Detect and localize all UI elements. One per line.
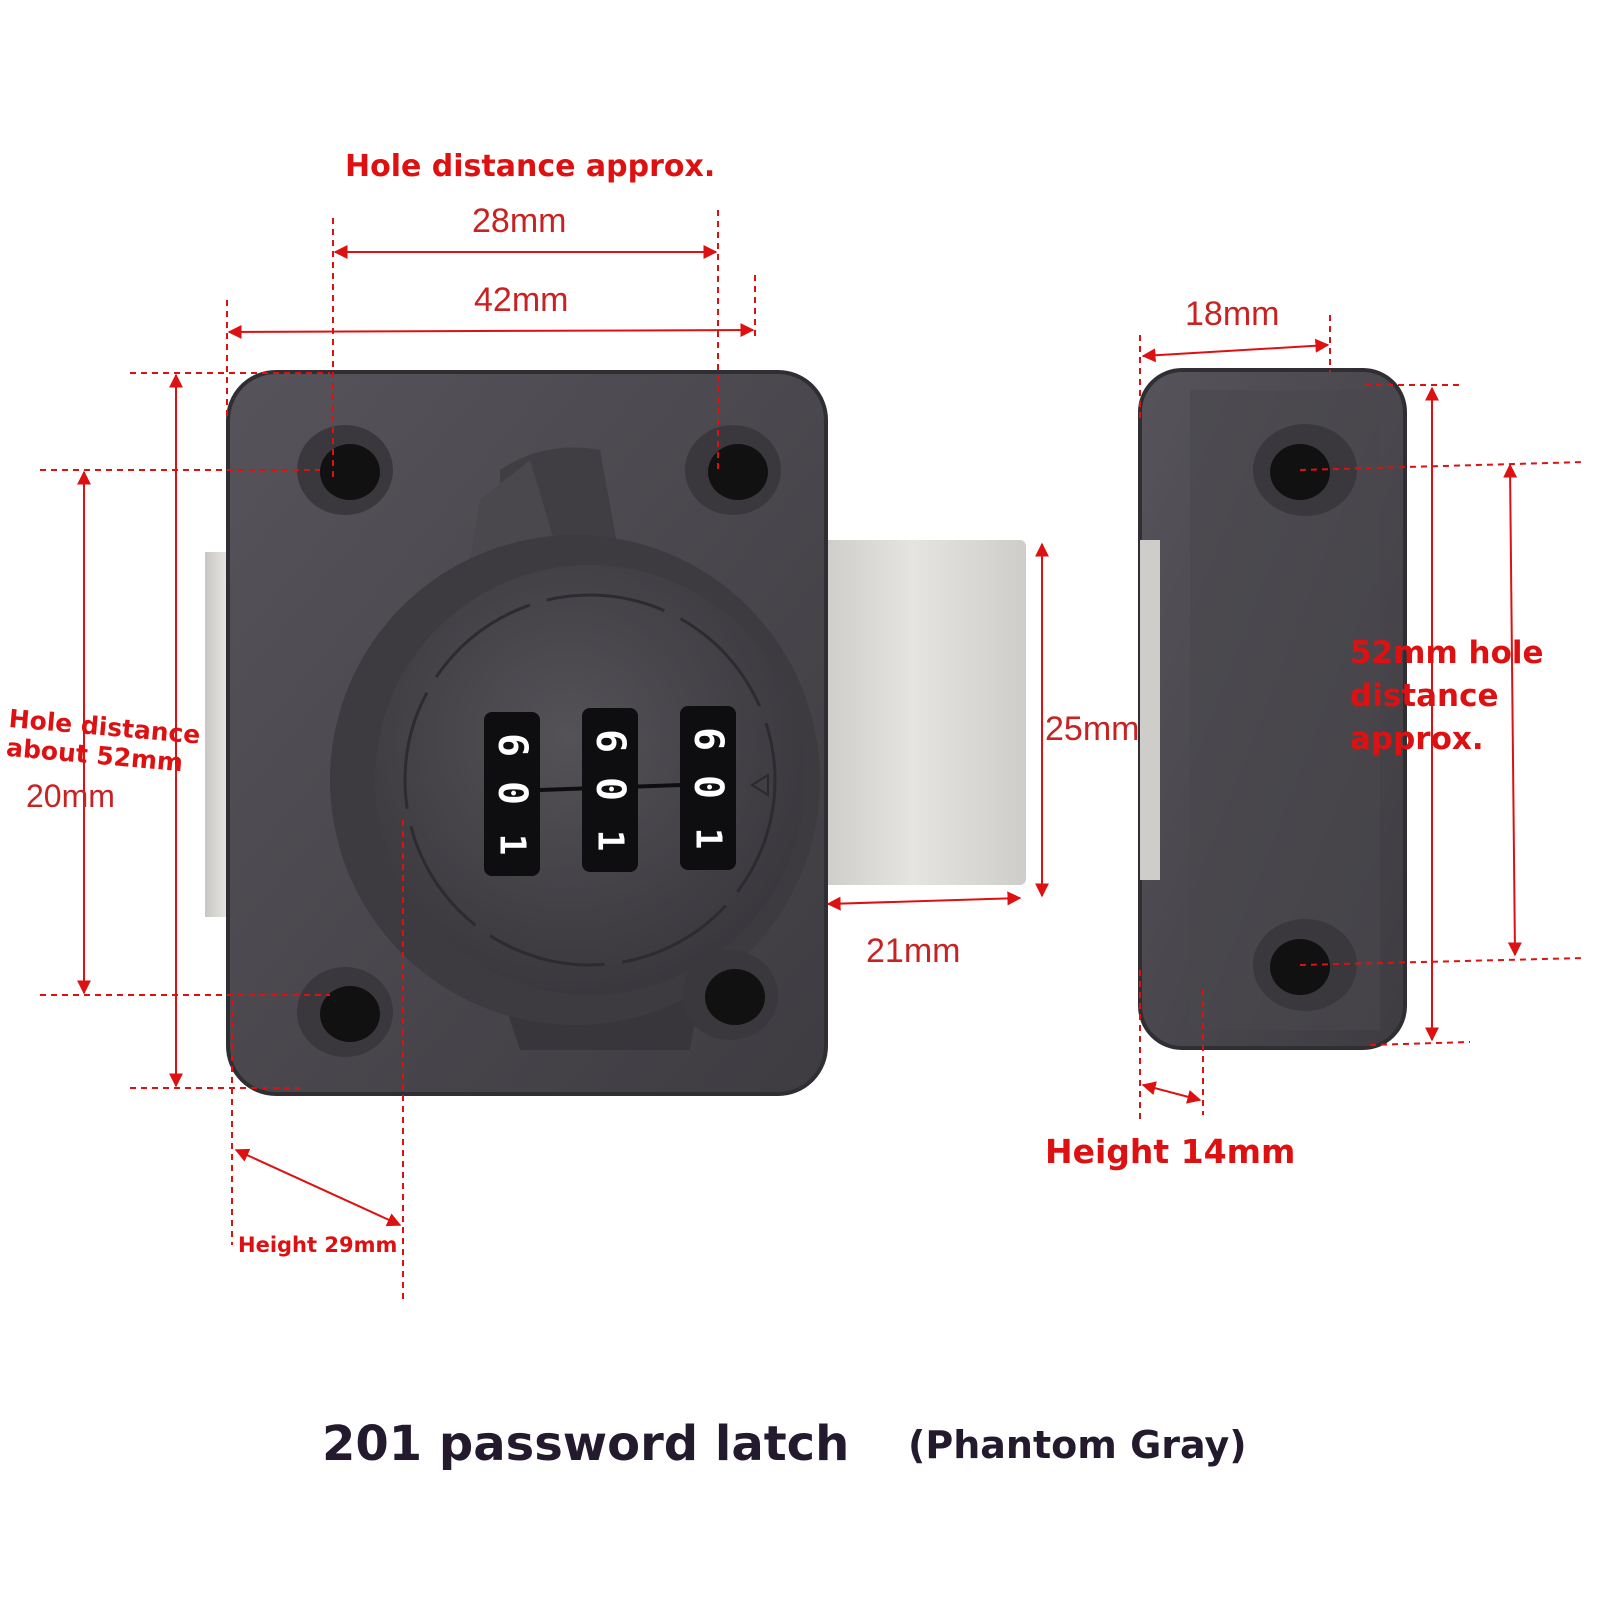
height-14mm-label: Height 14mm (1045, 1132, 1296, 1171)
dimension-25mm: 25mm (1045, 710, 1140, 748)
combination-wheel[interactable]: 6 0 1 (680, 706, 736, 870)
wheel-digit: 0 (489, 780, 535, 806)
right-hole-line3: approx. (1350, 720, 1484, 757)
wheel-digit: 0 (685, 774, 731, 800)
product-caption: 201 password latch (322, 1416, 850, 1472)
color-variant-label: (Phantom Gray) (908, 1423, 1247, 1467)
sliding-bolt (800, 540, 1026, 885)
wheel-digit: 1 (589, 829, 631, 852)
mounting-hole (297, 425, 393, 515)
hole-distance-label: Hole distance approx. (345, 149, 716, 184)
wheel-digit: 0 (587, 776, 633, 802)
wheel-digit: 1 (491, 833, 533, 856)
right-hole-line2: distance (1350, 677, 1499, 714)
mounting-hole (682, 950, 778, 1040)
dimension-20mm: 20mm (26, 778, 115, 814)
mounting-hole (685, 425, 781, 515)
dimension-18mm: 18mm (1185, 295, 1280, 333)
combination-wheel[interactable]: 6 0 1 (484, 712, 540, 876)
dimension-28mm: 28mm (472, 202, 567, 240)
wheel-digit: 1 (687, 827, 729, 850)
combination-wheel[interactable]: 6 0 1 (582, 708, 638, 872)
height-29mm-label: Height 29mm (238, 1233, 398, 1257)
right-hole-line1: 52mm hole (1350, 635, 1544, 671)
dimension-42mm: 42mm (474, 281, 569, 319)
dimension-21mm: 21mm (866, 932, 961, 970)
mounting-hole (297, 967, 393, 1057)
right-hole-distance-label: 52mm hole distance approx. (1350, 632, 1544, 760)
